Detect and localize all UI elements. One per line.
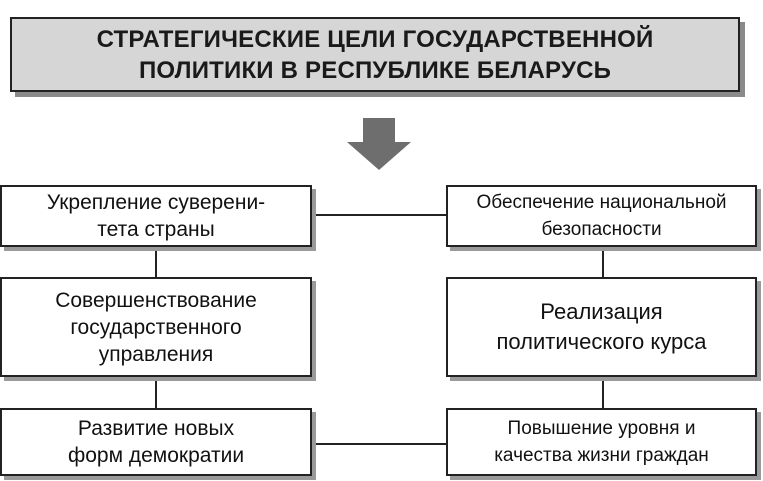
connector-bottom-horizontal (312, 443, 446, 445)
connector-left-lower (155, 377, 157, 408)
connector-left-upper (155, 247, 157, 277)
connector-right-upper (602, 247, 604, 277)
goal-box-sovereignty: Укрепление суверени-тета страны (0, 185, 312, 247)
connector-right-lower (602, 377, 604, 408)
down-arrow-icon (347, 118, 411, 170)
connector-top-horizontal (312, 214, 446, 216)
goal-label: Укрепление суверени-тета страны (46, 191, 266, 241)
diagram-title-box: СТРАТЕГИЧЕСКИЕ ЦЕЛИ ГОСУДАРСТВЕННОЙ ПОЛИ… (10, 17, 740, 92)
diagram-title: СТРАТЕГИЧЕСКИЕ ЦЕЛИ ГОСУДАРСТВЕННОЙ ПОЛИ… (96, 25, 654, 84)
